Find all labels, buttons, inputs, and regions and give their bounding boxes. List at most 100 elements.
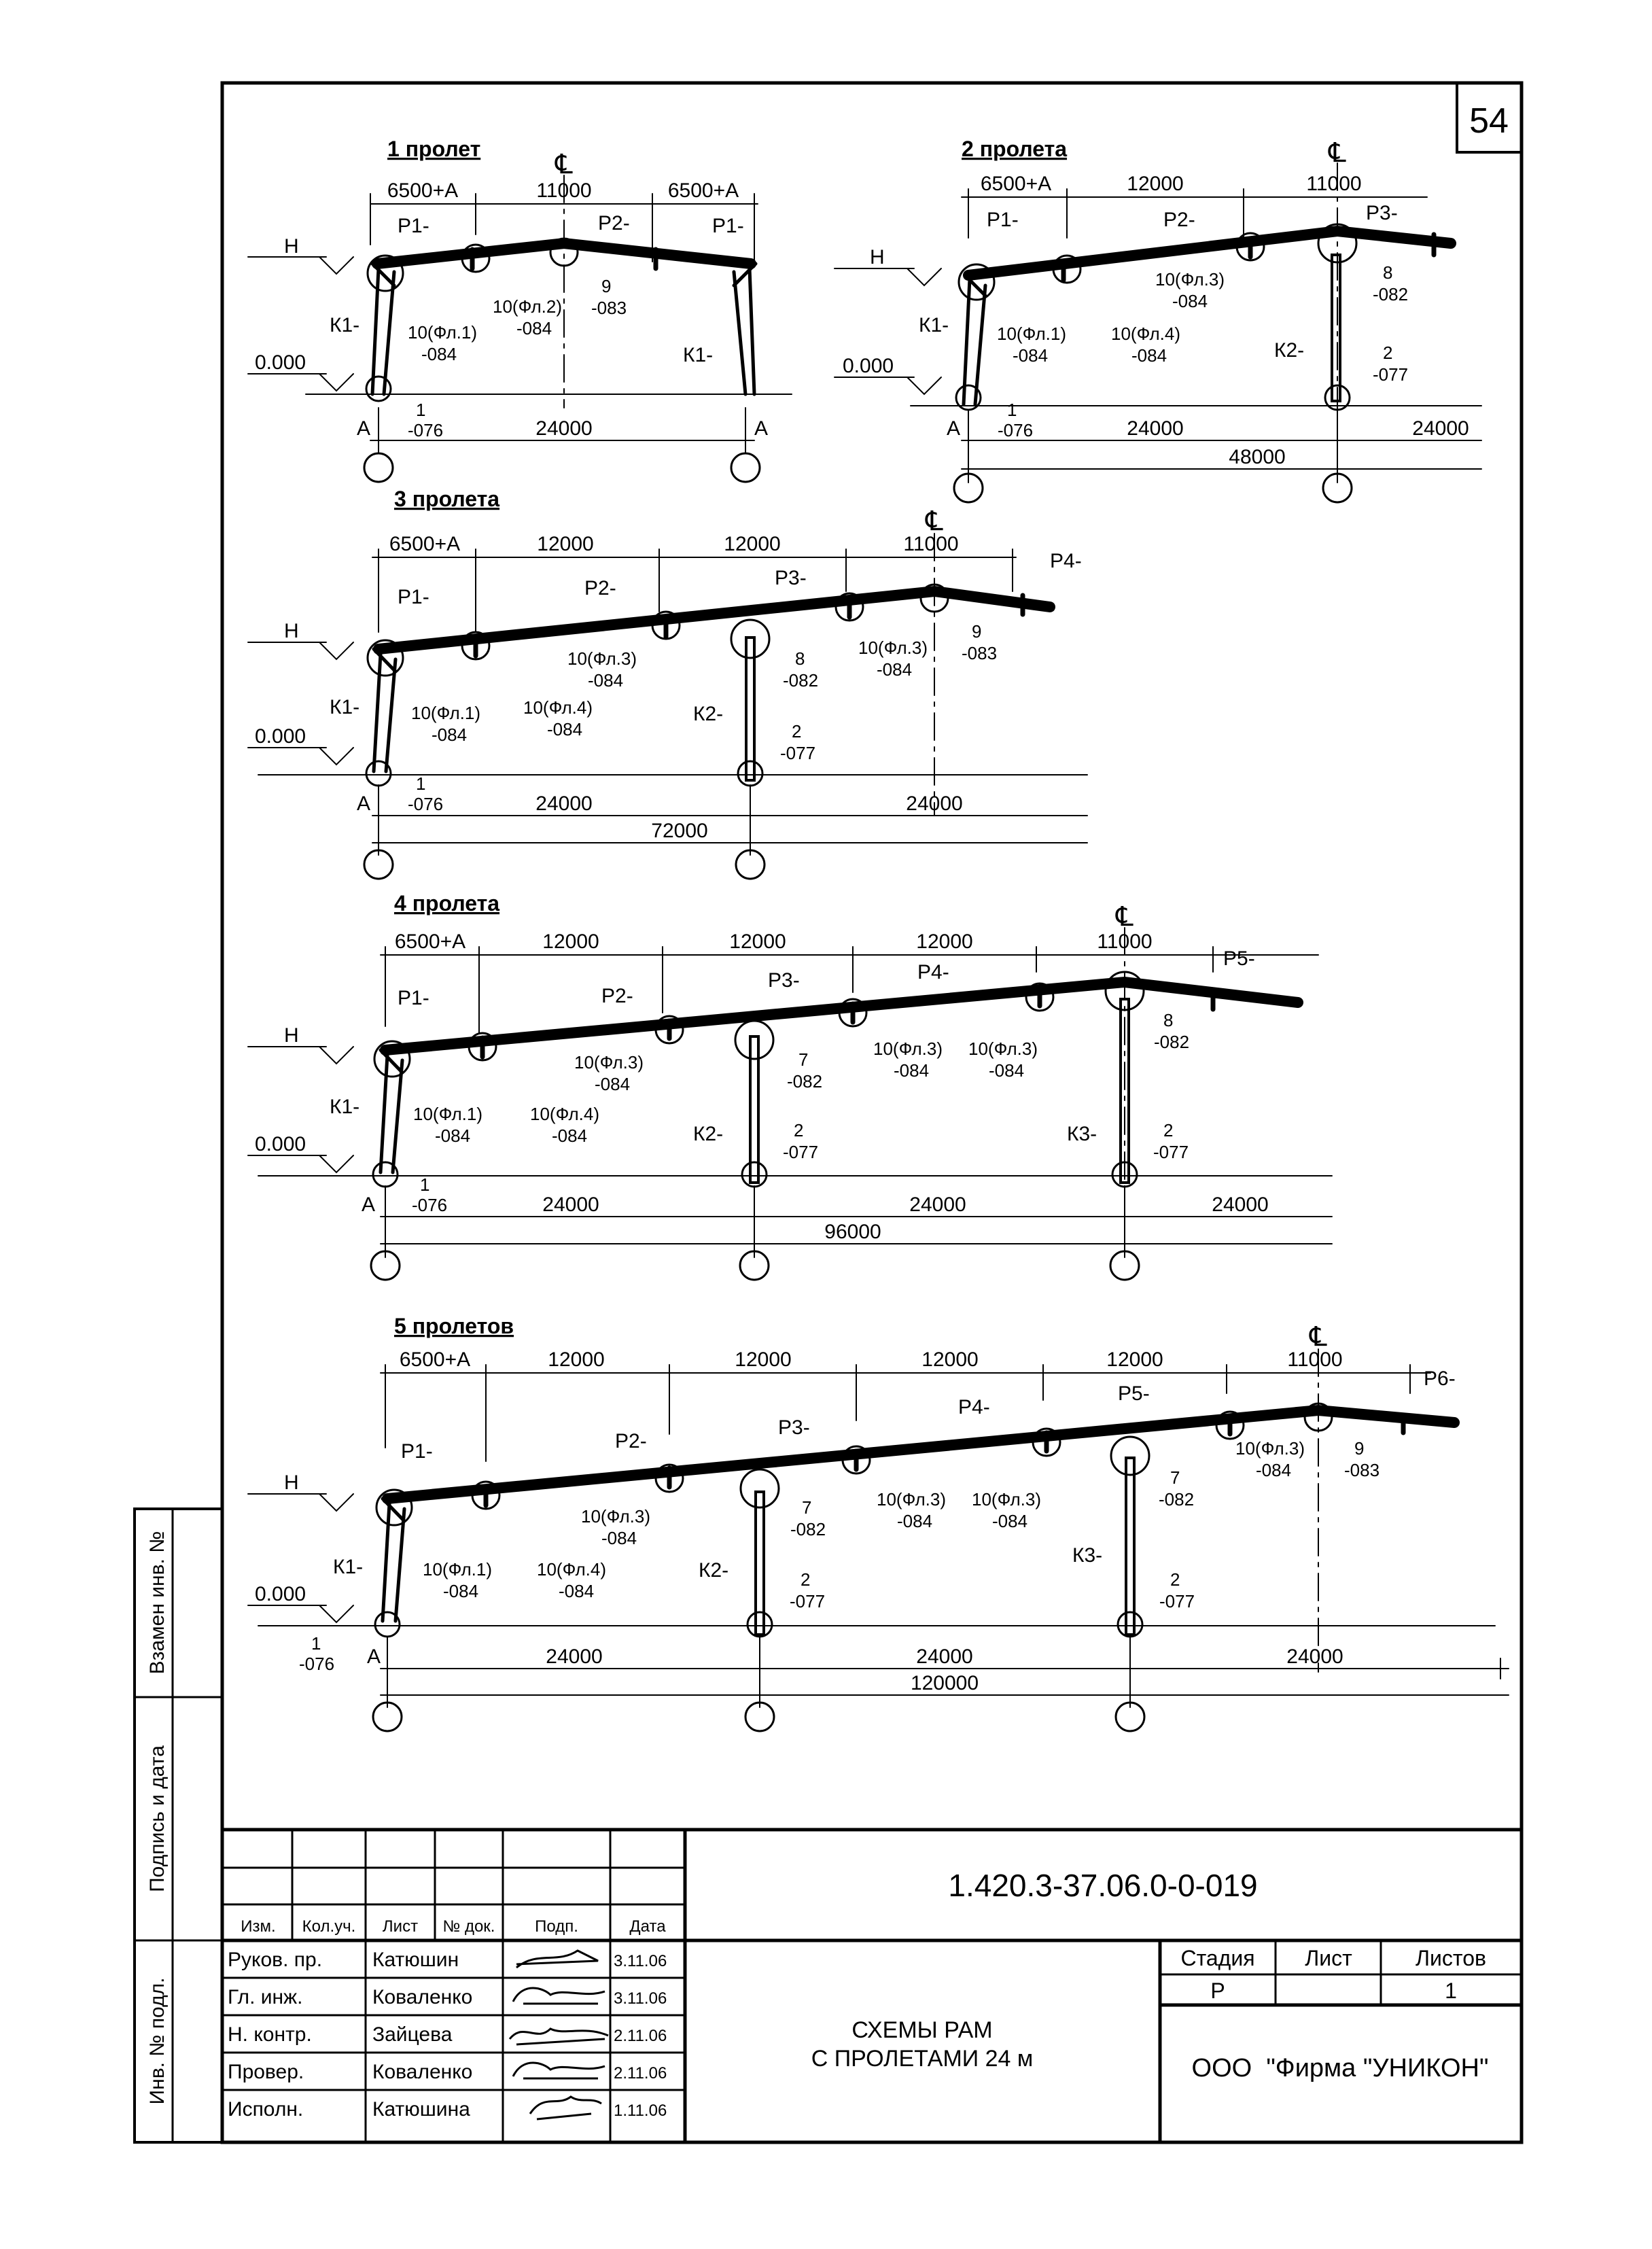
signature-5 (529, 2095, 602, 2121)
d3-node-fl1: 10(Фл.1) (411, 703, 480, 723)
d3-label-r4: Р4- (1050, 550, 1082, 572)
d5-dim-total: 120000 (911, 1672, 979, 1694)
tb-name-1: Катюшин (372, 1949, 459, 1971)
d4-node-fl3-b: 10(Фл.3) (873, 1039, 943, 1059)
d5-centerline-mark: ℄ (1309, 1322, 1327, 1352)
d5-dim-panel11: 11000 (1287, 1348, 1342, 1371)
d1-node-9-code: -083 (591, 298, 627, 318)
diagram-5-spans: 5 пролетов 6500+А 12000 12000 12000 1200… (247, 1314, 1509, 1732)
d3-node-9: 9 (972, 621, 981, 642)
tb-role-4: Провер. (228, 2061, 304, 2083)
d3-node-8: 8 (795, 648, 805, 669)
d4-dim-total: 96000 (824, 1221, 881, 1243)
d4-label-k1: К1- (330, 1096, 359, 1118)
diagram-3-title: 3 пролета (394, 487, 499, 511)
tb-sheets-label: Листов (1416, 1946, 1486, 1970)
d2-dim-panel11: 11000 (1306, 173, 1361, 195)
d5-node-9-code: -083 (1344, 1460, 1379, 1480)
d2-label-r2: Р2- (1163, 209, 1195, 231)
d4-node-fl3-a-code: -084 (595, 1074, 630, 1094)
d5-dim-panel12-b: 12000 (735, 1348, 791, 1371)
d5-node-2-b-code: -077 (1159, 1591, 1195, 1611)
d1-node-fl2: 10(Фл.2) (493, 296, 562, 317)
d2-axis-a: А (947, 417, 960, 440)
d5-dim-panel12-d: 12000 (1106, 1348, 1163, 1371)
d5-dim-flange: 6500+А (400, 1348, 470, 1371)
d3-node-2-code: -077 (780, 743, 815, 763)
d2-node-1-code: -076 (998, 420, 1033, 440)
d3-centerline-mark: ℄ (925, 506, 943, 536)
d3-node-1: 1 (416, 773, 425, 794)
d5-node-7-a-code: -082 (790, 1519, 826, 1539)
d1-node-1-code: -076 (408, 420, 443, 440)
tb-header-sign: Подп. (535, 1917, 578, 1936)
d3-dim-span-2: 24000 (906, 792, 962, 815)
d3-node-fl4: 10(Фл.4) (523, 697, 593, 718)
d5-node-fl3-c-code: -084 (992, 1511, 1027, 1531)
side-strip: Взамен инв. № Подпись и дата Инв. № подл… (133, 1507, 224, 2144)
d5-node-1-code: -076 (299, 1654, 334, 1674)
d3-node-fl4-code: -084 (547, 719, 582, 739)
d5-label-k3: К3- (1072, 1544, 1102, 1567)
d4-label-r4: Р4- (917, 961, 949, 983)
d4-label-r2: Р2- (601, 985, 633, 1007)
tb-name-3: Зайцева (372, 2023, 453, 2046)
d5-node-fl3-b: 10(Фл.3) (877, 1489, 946, 1510)
tb-header-izm: Изм. (241, 1917, 275, 1936)
d1-dim-left: 6500+А (387, 179, 458, 202)
d2-label-r1: Р1- (987, 209, 1019, 231)
d1-centerline-mark: ℄ (555, 150, 573, 179)
d5-node-fl4-code: -084 (559, 1581, 594, 1601)
d3-label-r1: Р1- (398, 586, 429, 608)
d4-node-2-a: 2 (794, 1120, 803, 1140)
d5-label-r1: Р1- (401, 1440, 433, 1463)
d5-node-fl3-d-code: -084 (1256, 1460, 1291, 1480)
d3-dim-panel12-b: 12000 (724, 533, 780, 555)
d5-label-k1: К1- (333, 1556, 363, 1578)
d1-level-h: Н (284, 235, 299, 258)
tb-company: ООО "Фирма "УНИКОН" (1192, 2054, 1489, 2082)
d5-axis-a: А (367, 1645, 381, 1668)
d5-node-2-a-code: -077 (790, 1591, 825, 1611)
d2-node-2-code: -077 (1373, 364, 1408, 385)
d1-dim-span: 24000 (535, 417, 592, 440)
tb-doc-code: 1.420.3-37.06.0-0-019 (948, 1868, 1257, 1903)
diagram-4-title: 4 пролета (394, 891, 499, 916)
d3-axis-a: А (357, 792, 370, 815)
d5-node-fl3-a: 10(Фл.3) (581, 1506, 650, 1527)
d2-dim-span-2: 24000 (1412, 417, 1469, 440)
d5-node-fl3-a-code: -084 (601, 1528, 637, 1548)
d5-dim-panel12-a: 12000 (548, 1348, 604, 1371)
d4-dim-panel12-c: 12000 (916, 930, 972, 953)
d4-centerline-mark: ℄ (1115, 902, 1133, 932)
d3-label-r3: Р3- (775, 567, 807, 589)
d1-dim-right: 6500+А (668, 179, 739, 202)
d5-label-r2: Р2- (615, 1430, 647, 1452)
d3-dim-panel12-a: 12000 (537, 533, 593, 555)
d4-node-2-b-code: -077 (1153, 1142, 1189, 1162)
d5-node-7-b: 7 (1170, 1467, 1180, 1488)
d3-node-fl3-a: 10(Фл.3) (567, 648, 637, 669)
d2-node-fl4: 10(Фл.4) (1111, 324, 1180, 344)
d1-node-9: 9 (601, 276, 611, 296)
d2-dim-panel12: 12000 (1127, 173, 1183, 195)
d1-label-r2: Р2- (598, 212, 630, 234)
d2-level-zero: 0.000 (843, 355, 894, 377)
d3-label-k1: К1- (330, 696, 359, 718)
tb-role-2: Гл. инж. (228, 1986, 302, 2008)
d5-node-2-a: 2 (801, 1569, 810, 1590)
d1-node-fl1: 10(Фл.1) (408, 322, 477, 343)
d4-dim-span-2: 24000 (909, 1193, 966, 1216)
d4-dim-panel12-a: 12000 (542, 930, 599, 953)
d4-node-1-code: -076 (412, 1195, 447, 1215)
d4-node-8-code: -082 (1154, 1032, 1189, 1052)
d3-node-fl3-b: 10(Фл.3) (858, 638, 928, 658)
d5-dim-span-1: 24000 (546, 1645, 602, 1668)
tb-date-5: 1.11.06 (614, 2102, 667, 2120)
tb-date-4: 2.11.06 (614, 2064, 667, 2082)
replaced-inv-label: Взамен инв. № (146, 1531, 169, 1675)
d4-node-2-b: 2 (1163, 1120, 1173, 1140)
d2-dim-flange: 6500+А (981, 173, 1051, 195)
d4-dim-span-3: 24000 (1212, 1193, 1268, 1216)
